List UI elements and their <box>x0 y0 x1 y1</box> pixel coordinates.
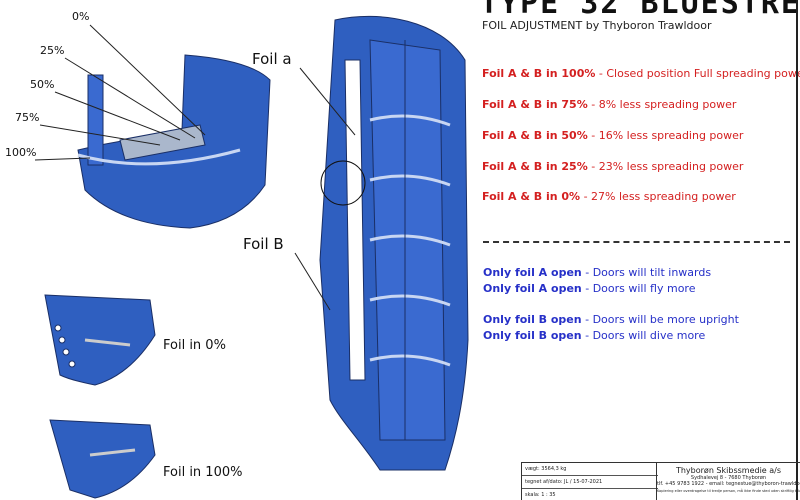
company-address: Sydhalevej 8 - 7680 Thyborøn <box>690 475 767 481</box>
title-block: vægt: 3564,3 kg tegnet af/dato: JL / 15-… <box>521 462 800 500</box>
sheet-border <box>796 0 798 500</box>
dashed-divider <box>483 241 790 243</box>
setting: Foil A & B in 25% <box>482 160 588 173</box>
foil-setting-line: Foil A & B in 75% - 8% less spreading po… <box>482 98 736 111</box>
foil-detail-view <box>77 54 271 229</box>
foil-0-detail-view <box>44 294 156 386</box>
effect: - 16% less spreading power <box>591 129 744 142</box>
leader-line <box>294 252 331 311</box>
drawn-by: tegnet af/dato: JL / 15-07-2021 <box>522 476 658 489</box>
behaviour-line: Only foil B open - Doors will dive more <box>483 329 705 342</box>
foil-a-label: Foil a <box>252 50 292 68</box>
percent-mark: 25% <box>40 44 65 57</box>
setting: Only foil A open <box>483 282 582 295</box>
behaviour-line: Only foil B open - Doors will be more up… <box>483 313 739 326</box>
trawl-door-main-view <box>319 15 469 471</box>
effect: - Doors will tilt inwards <box>585 266 712 279</box>
company-contact: tlf. +45 9783 1922 - email: tegnestue@th… <box>657 481 800 487</box>
effect: - 23% less spreading power <box>591 160 744 173</box>
drawing-title: TYPE 32 BLUESTREAM <box>480 0 800 21</box>
foil-b-label: Foil B <box>243 235 284 253</box>
foil-setting-line: Foil A & B in 25% - 23% less spreading p… <box>482 160 743 173</box>
setting: Foil A & B in 100% <box>482 67 596 80</box>
effect: - Doors will fly more <box>585 282 696 295</box>
percent-mark: 0% <box>72 10 90 23</box>
foil-0-label: Foil in 0% <box>163 338 226 353</box>
percent-leader-lines <box>34 24 206 161</box>
foil-setting-line: Foil A & B in 0% - 27% less spreading po… <box>482 190 736 203</box>
company-name: Thyborøn Skibssmedie a/s <box>675 466 782 475</box>
setting: Foil A & B in 50% <box>482 129 588 142</box>
effect: - Closed position Full spreading power <box>598 67 800 80</box>
drawing-subtitle: FOIL ADJUSTMENT by Thyboron Trawldoor <box>482 19 712 32</box>
behaviour-line: Only foil A open - Doors will fly more <box>483 282 695 295</box>
effect: - Doors will be more upright <box>585 313 739 326</box>
effect: - 27% less spreading power <box>583 190 736 203</box>
copyright-notice: Kopiering eller overdragelse til tredje … <box>657 489 800 493</box>
setting: Foil A & B in 0% <box>482 190 581 203</box>
setting: Only foil B open <box>483 329 582 342</box>
company-block: Thyborøn Skibssmedie a/s Sydhalevej 8 - … <box>656 463 800 500</box>
effect: - Doors will dive more <box>585 329 706 342</box>
setting: Only foil A open <box>483 266 582 279</box>
foil-100-label: Foil in 100% <box>163 465 243 480</box>
percent-mark: 50% <box>30 78 55 91</box>
weight: vægt: 3564,3 kg <box>522 463 658 476</box>
foil-setting-line: Foil A & B in 50% - 16% less spreading p… <box>482 129 743 142</box>
effect: - 8% less spreading power <box>591 98 737 111</box>
percent-mark: 75% <box>15 111 40 124</box>
scale: skala: 1 : 35 <box>525 492 556 498</box>
setting: Foil A & B in 75% <box>482 98 588 111</box>
percent-mark: 100% <box>5 146 37 159</box>
foil-100-detail-view <box>49 419 156 499</box>
leader-line <box>299 67 356 136</box>
foil-setting-line: Foil A & B in 100% - Closed position Ful… <box>482 67 800 80</box>
behaviour-line: Only foil A open - Doors will tilt inwar… <box>483 266 711 279</box>
setting: Only foil B open <box>483 313 582 326</box>
